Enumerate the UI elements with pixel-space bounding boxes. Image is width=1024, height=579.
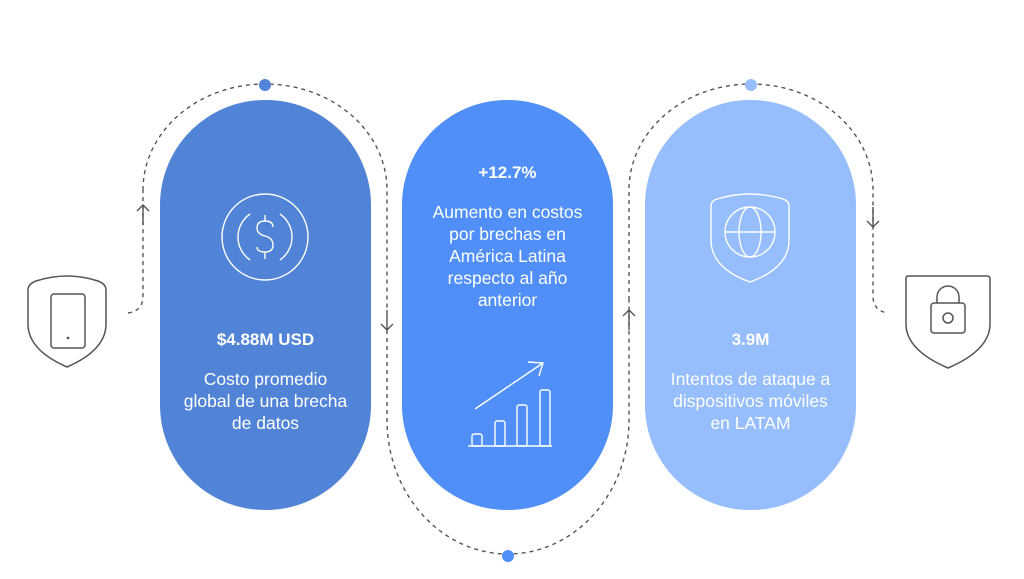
dollar-coin-icon [221, 193, 309, 281]
stat-card-mobile-attacks: 3.9M Intentos de ataque a dispositivos m… [645, 100, 856, 510]
stat-description: Aumento en costos por brechas en América… [432, 202, 583, 310]
stat-card-latam-increase: +12.7% Aumento en costos por brechas en … [402, 100, 613, 510]
arrow-down-icon [866, 207, 880, 228]
arrow-down-icon [380, 310, 394, 331]
node-dot-3 [745, 79, 757, 91]
stat-description: Intentos de ataque a dispositivos móvile… [670, 369, 831, 433]
arrow-up-icon [622, 309, 636, 330]
node-dot-2 [502, 550, 514, 562]
shield-mobile-icon [27, 275, 107, 368]
stat-description: Costo promedio global de una brecha de d… [183, 369, 348, 433]
stat-card-global-cost: $4.88M USD Costo promedio global de una … [160, 100, 371, 510]
node-dot-1 [259, 79, 271, 91]
growth-bar-chart-icon [468, 361, 552, 447]
stat-value: +12.7% [478, 163, 537, 182]
stat-value: $4.88M USD [216, 330, 315, 349]
stat-value: 3.9M [731, 330, 770, 349]
shield-lock-icon [905, 275, 991, 369]
arrow-up-icon [136, 204, 150, 225]
shield-globe-icon [710, 193, 790, 283]
